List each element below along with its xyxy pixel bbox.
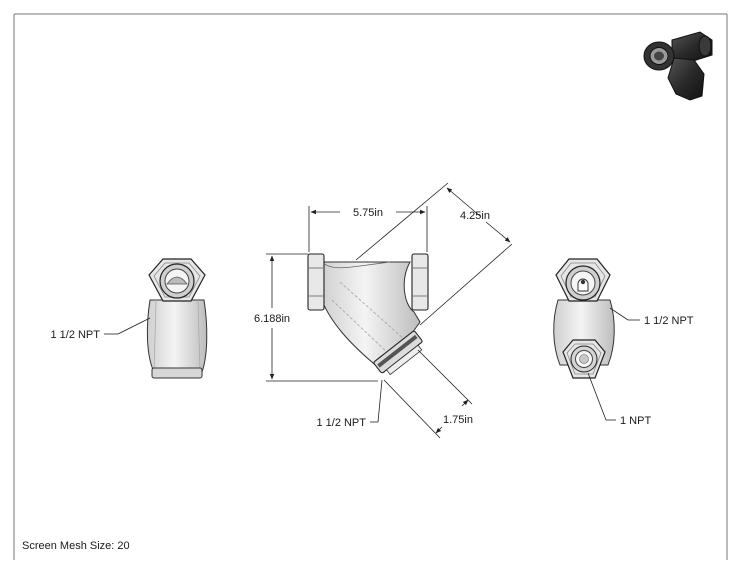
callout-right-top-port-label: 1 1/2 NPT [644,315,694,327]
callout-front-bottom-port-label: 1 1/2 NPT [316,417,366,429]
dim-diagonal-label: 4.25in [460,210,490,222]
dim-cap-offset-label: 1.75in [443,414,473,426]
dim-diagonal: 4.25in [355,182,513,326]
isometric-thumbnail [643,31,713,101]
callout-right-bottom-port-label: 1 NPT [620,415,651,427]
callout-front-bottom-port: 1 1/2 NPT [316,379,383,429]
dim-cap-offset: 1.75in [383,349,473,439]
callout-left-port: 1 1/2 NPT [50,317,151,341]
right-side-view [553,258,615,379]
sheet-border [13,13,728,560]
dim-width-top-label: 5.75in [353,207,383,219]
left-side-view [146,258,208,379]
callout-right-top-port: 1 1/2 NPT [609,307,694,327]
callout-left-port-label: 1 1/2 NPT [50,329,100,341]
dim-width-top: 5.75in [308,206,428,252]
callout-right-bottom-port: 1 NPT [587,372,651,427]
front-view [307,253,429,376]
dim-height: 6.188in [254,253,378,382]
screen-mesh-note: Screen Mesh Size: 20 [22,540,130,552]
dim-height-label: 6.188in [254,313,290,325]
